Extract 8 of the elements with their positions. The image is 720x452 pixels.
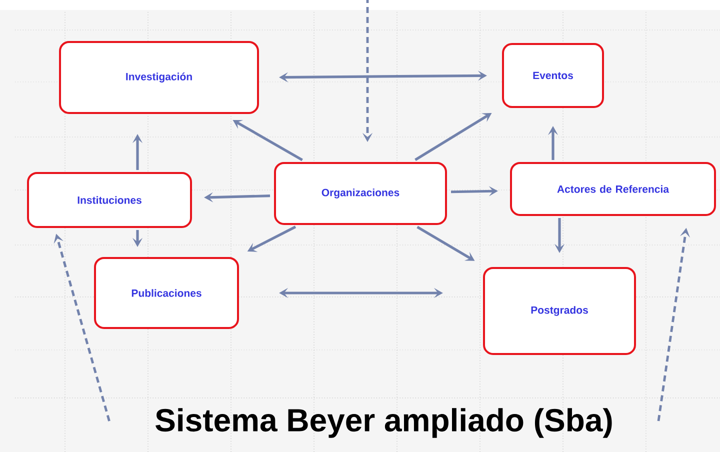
process-box: Publicaciones <box>94 256 239 329</box>
process-box: Postgrados <box>483 267 636 355</box>
process-box: Actores de Referencia <box>510 162 716 216</box>
process-box: Organizaciones <box>274 162 447 225</box>
process-box: Instituciones <box>27 172 192 228</box>
process-box: Eventos <box>502 43 604 108</box>
system-title: Sistema Beyer ampliado (Sba) <box>156 408 612 438</box>
process-box: Investigación <box>59 41 259 114</box>
